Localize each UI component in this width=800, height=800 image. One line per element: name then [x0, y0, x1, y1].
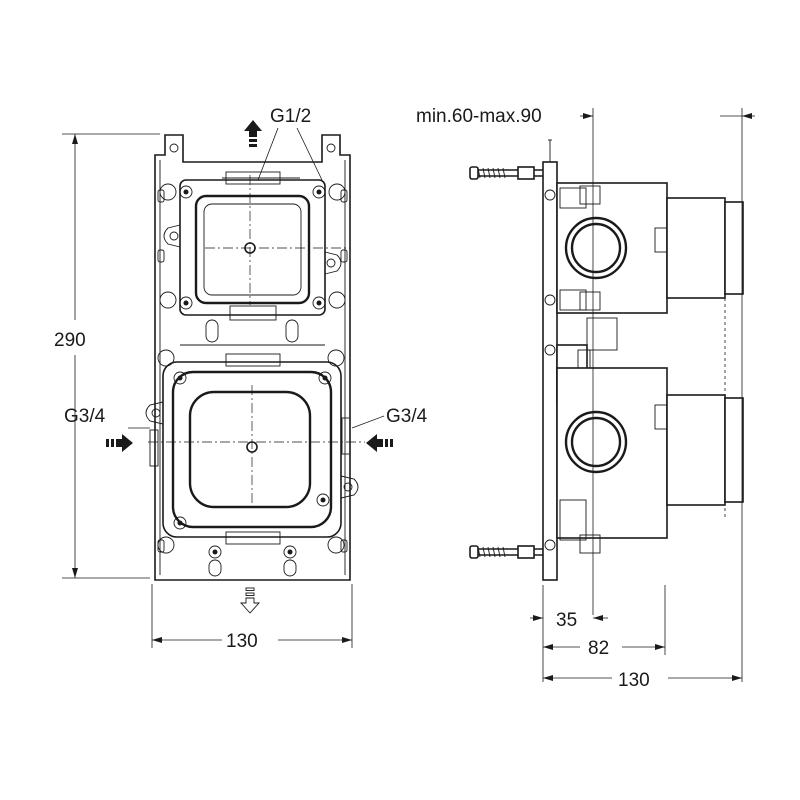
dimension-130-front	[151, 584, 353, 648]
label-depth-130: 130	[618, 670, 650, 691]
mounting-plate	[154, 134, 351, 581]
side-plate	[542, 161, 558, 581]
label-min-max: min.60-max.90	[416, 106, 542, 127]
lower-housing	[145, 349, 365, 554]
dimension-35	[530, 585, 608, 682]
label-g-half: G1/2	[270, 106, 311, 127]
label-depth-82: 82	[588, 638, 609, 659]
outlet-arrow-up-icon	[244, 120, 262, 147]
dimension-82	[543, 585, 666, 655]
dimension-290	[62, 133, 160, 579]
threaded-stud-top	[469, 166, 543, 180]
inlet-arrow-left-icon	[106, 434, 133, 452]
outlet-arrow-down-icon	[239, 587, 261, 614]
label-height-290: 290	[54, 330, 86, 351]
dimension-min-max	[580, 108, 755, 682]
lower-valve-body	[556, 367, 744, 554]
threaded-stud-bottom	[469, 545, 543, 559]
side-view	[469, 139, 744, 581]
label-depth-35: 35	[556, 610, 577, 631]
upper-housing	[159, 171, 350, 321]
front-view	[145, 134, 365, 581]
label-width-130-front: 130	[226, 631, 258, 652]
label-g-right: G3/4	[386, 406, 428, 427]
upper-valve-body	[556, 182, 744, 314]
dimension-130-side	[543, 675, 742, 681]
inlet-arrow-right-icon	[366, 434, 393, 452]
label-g-left: G3/4	[64, 406, 106, 427]
